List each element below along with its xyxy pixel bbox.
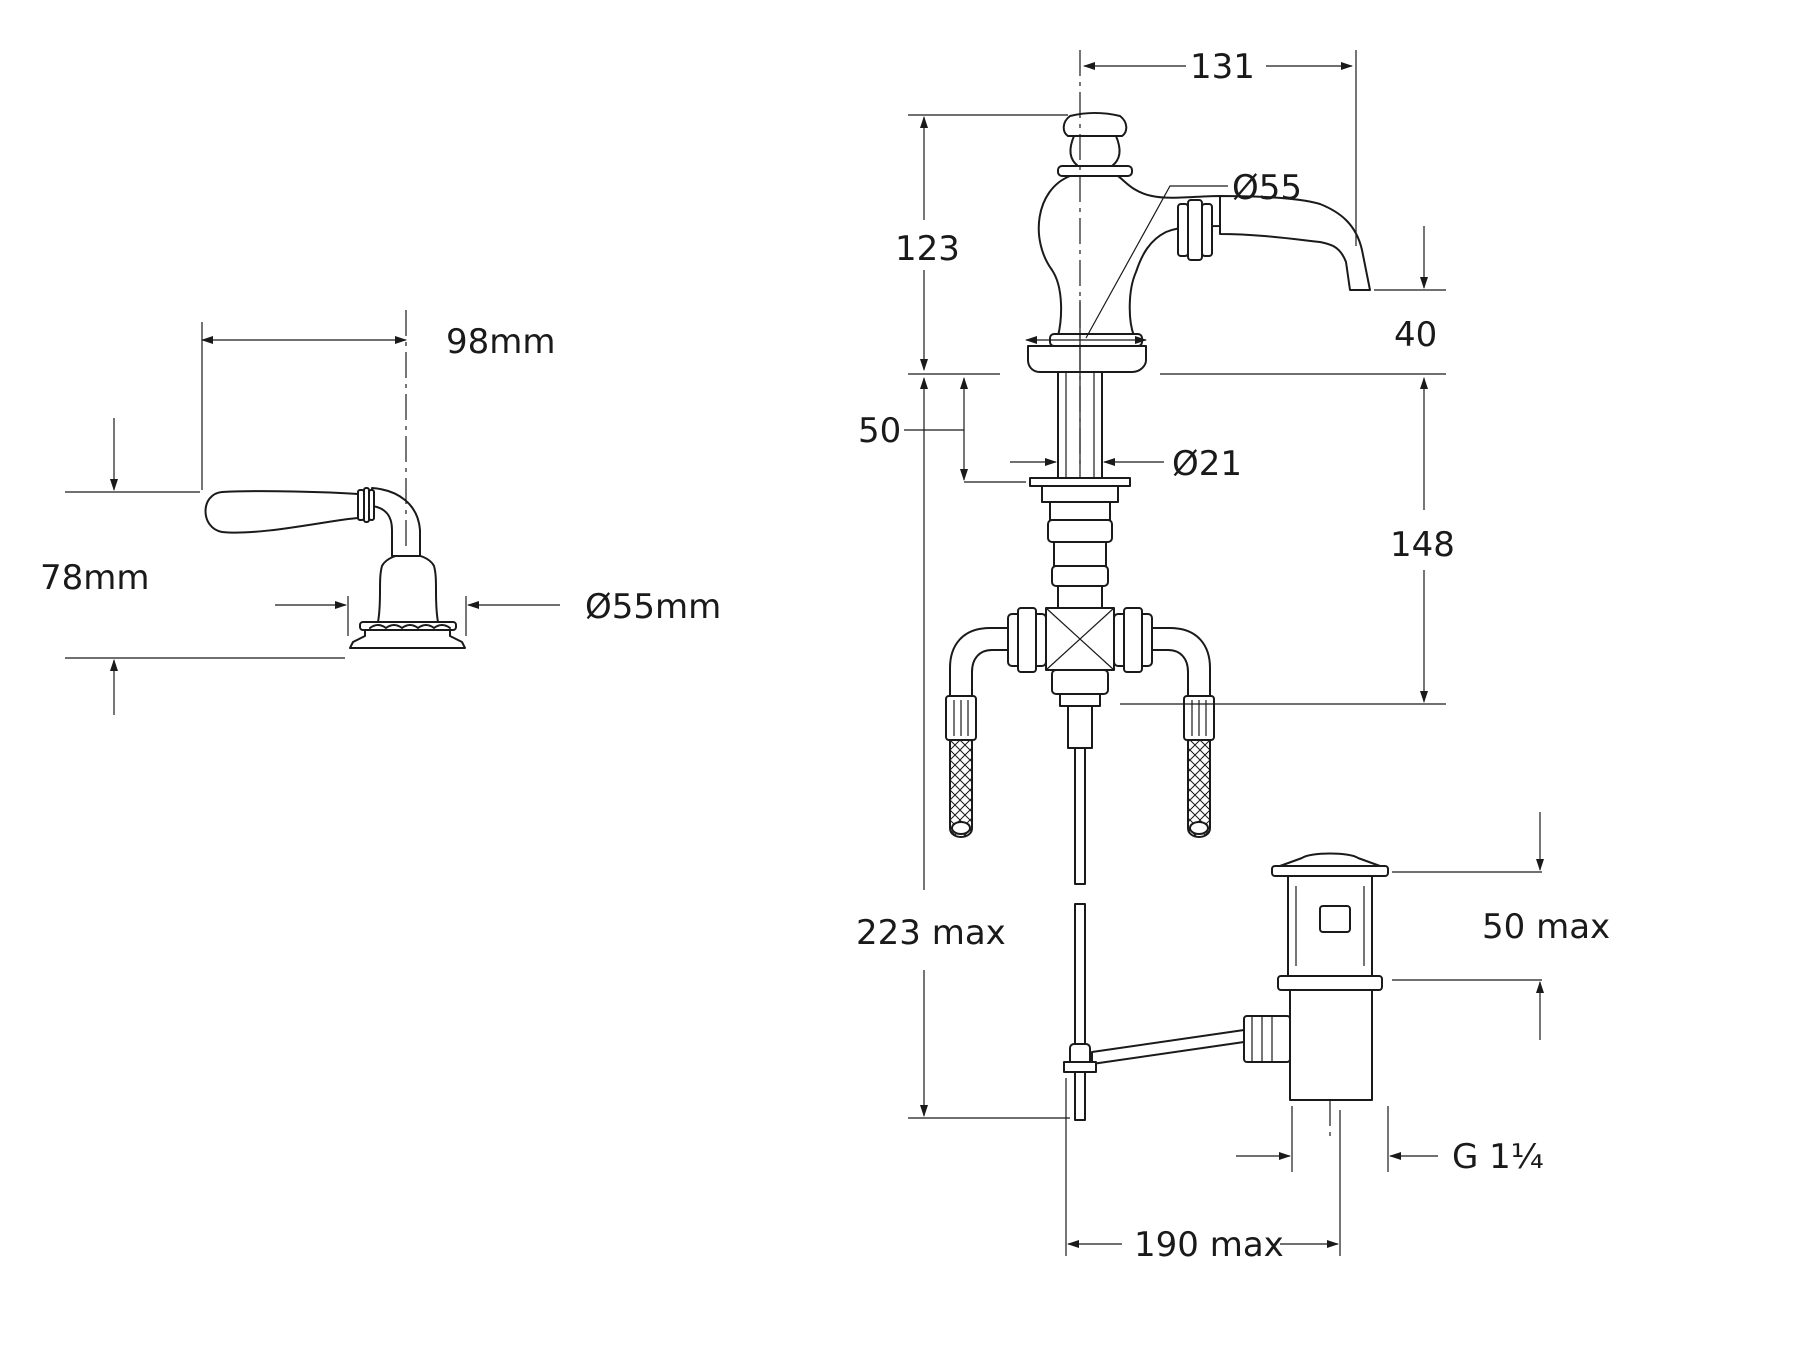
dim-190max-label: 190 max <box>1134 1225 1284 1265</box>
dim-123-label: 123 <box>895 229 960 269</box>
popup-rod-upper <box>1074 747 1086 885</box>
handle-lever <box>204 490 359 534</box>
tap-base-plate <box>1027 345 1147 373</box>
waste-body <box>1289 989 1373 1101</box>
side-view-handle <box>204 310 466 649</box>
dim-50-label: 50 <box>858 411 901 451</box>
tap-body <box>1037 175 1221 337</box>
pivot-rod-housing <box>1243 1015 1291 1063</box>
waste-slot <box>1319 905 1351 933</box>
dim-g114-label: G 1¼ <box>1452 1137 1544 1177</box>
dim-223max-label: 223 max <box>856 913 1006 953</box>
dim-78mm-label: 78mm <box>40 558 150 598</box>
handle-elbow <box>371 487 421 557</box>
tap-top-knob <box>1062 112 1128 137</box>
left-braided-hose <box>949 739 973 838</box>
right-braided-hose <box>1187 739 1211 838</box>
shank-washer <box>1029 477 1131 487</box>
popup-waste <box>1063 852 1389 1140</box>
waste-flange <box>1271 865 1389 877</box>
front-view-dimensions: 131 Ø55 123 40 50 Ø21 148 <box>856 47 1610 1265</box>
side-view-dimensions: 98mm 78mm Ø55mm <box>40 322 721 715</box>
dim-131-label: 131 <box>1190 47 1255 87</box>
dim-98mm-label: 98mm <box>446 322 556 362</box>
handle-bell-body <box>377 553 439 623</box>
pivot-rod <box>1091 1029 1245 1065</box>
front-view-tap <box>945 50 1371 1121</box>
waste-cap <box>1279 852 1381 867</box>
dim-148-label: 148 <box>1390 525 1455 565</box>
left-supply-pipe <box>949 627 1009 701</box>
tap-spout <box>1219 195 1371 291</box>
dim-50max-label: 50 max <box>1482 907 1610 947</box>
popup-rod-lower <box>1074 903 1086 1121</box>
dim-dia21-label: Ø21 <box>1172 444 1242 484</box>
backnut <box>1041 485 1119 503</box>
dim-dia55-label: Ø55 <box>1232 168 1302 208</box>
dim-40-label: 40 <box>1394 315 1437 355</box>
dim-55mm-label: Ø55mm <box>585 587 721 627</box>
dia-55-leader <box>1085 185 1228 339</box>
spout-collar <box>1177 203 1189 257</box>
right-supply-pipe <box>1151 627 1211 701</box>
